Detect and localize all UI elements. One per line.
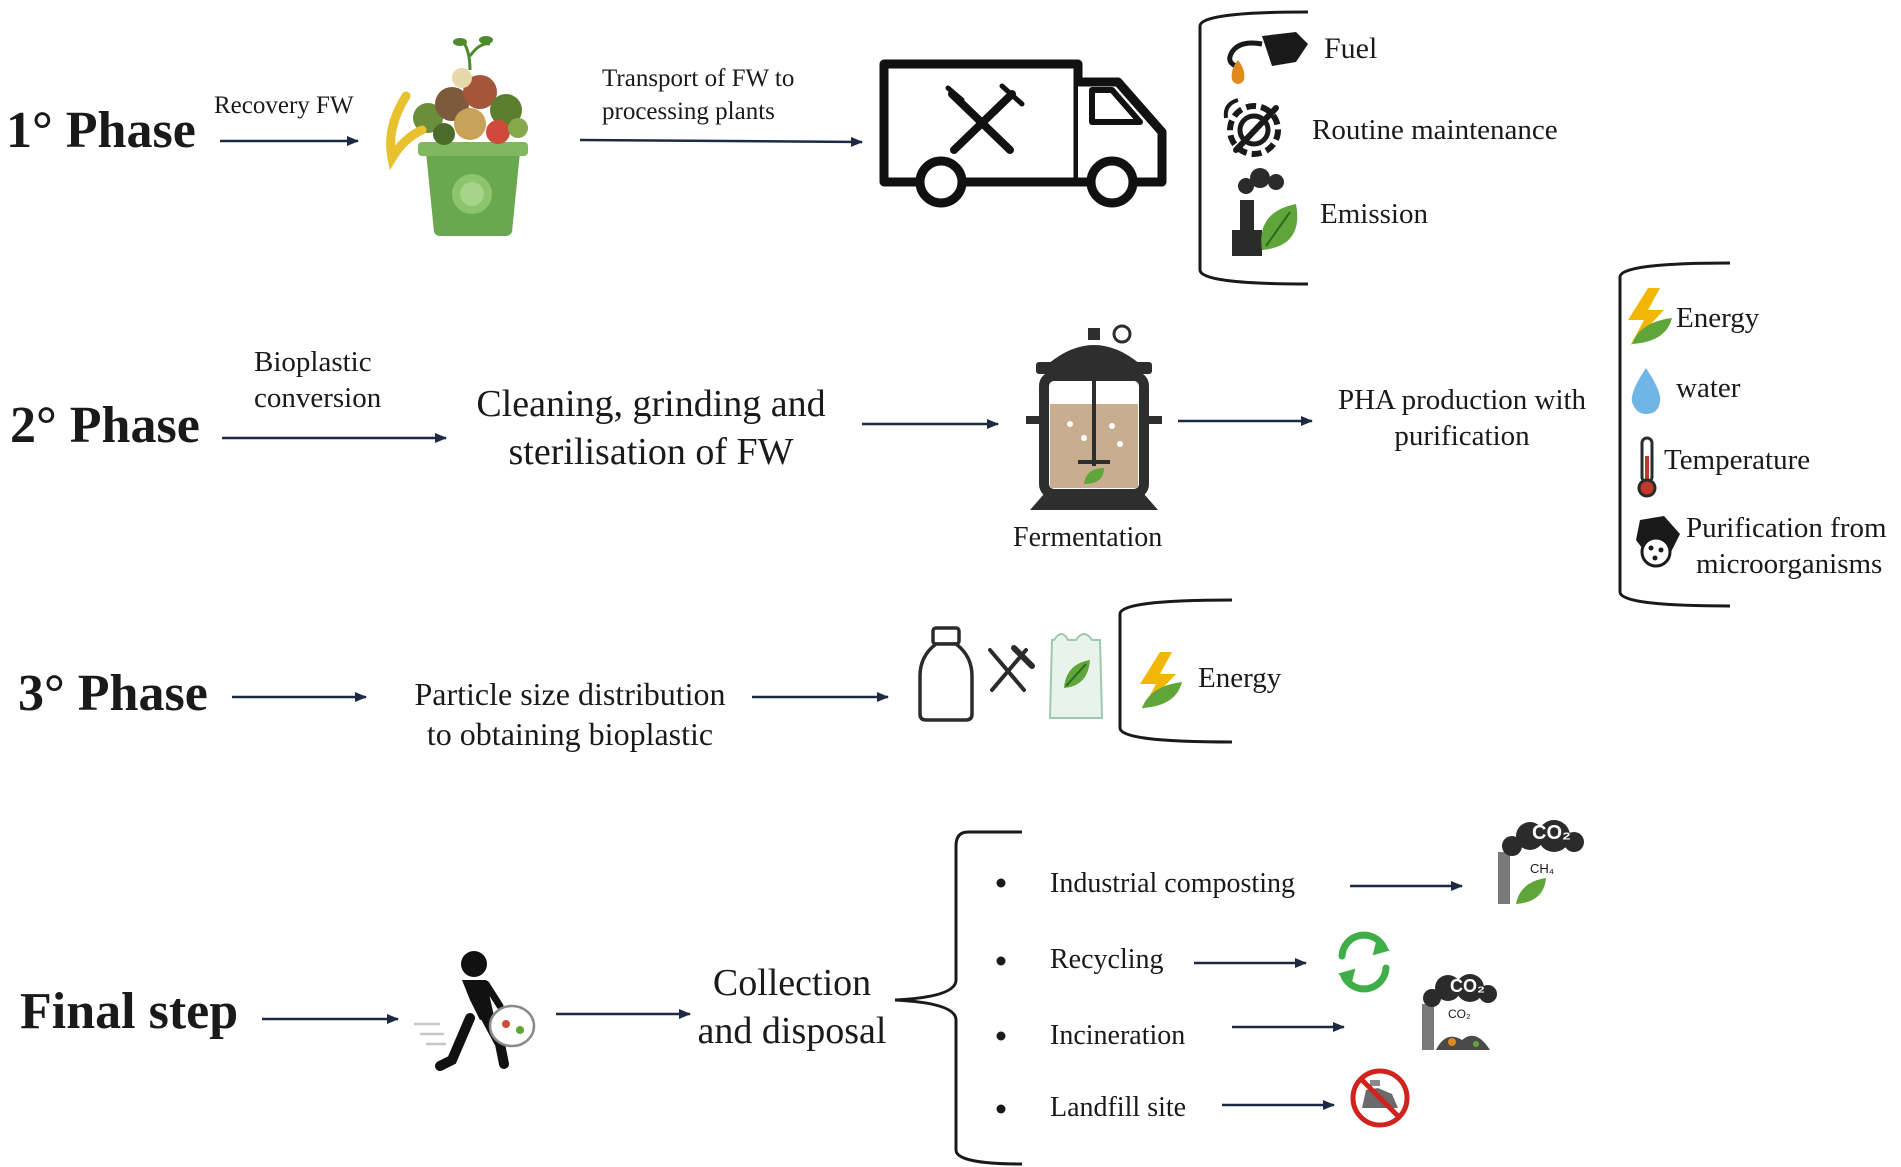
bracket-final-options xyxy=(894,830,1023,1166)
emission-factory-leaf-icon xyxy=(1232,168,1298,256)
bracket-phase1-inputs xyxy=(1198,10,1309,286)
bracket-phase2-inputs xyxy=(1618,261,1731,608)
fuel-pump-icon xyxy=(1227,32,1308,84)
final-step-title: Final step xyxy=(20,983,239,1040)
delivery-truck-icon xyxy=(879,59,1167,208)
transport-label-line1: Transport of FW to xyxy=(602,65,795,92)
energy-icon-phase3 xyxy=(1140,652,1182,710)
cleaning-label-line1: Cleaning, grinding and xyxy=(476,383,826,425)
phase2-title: 2° Phase xyxy=(10,397,200,454)
input-energy-phase3: Energy xyxy=(1198,662,1282,694)
bottle-icon xyxy=(918,626,974,722)
input-routine-maintenance: Routine maintenance xyxy=(1312,114,1558,146)
option-incineration: Incineration xyxy=(1050,1020,1186,1051)
fork-knife-icon xyxy=(945,83,1025,154)
transport-label-line2: processing plants xyxy=(602,98,775,125)
cutlery-icon xyxy=(988,645,1035,692)
composting-gas-co2: CO₂ xyxy=(1532,822,1571,844)
particle-label-line2: to obtaining bioplastic xyxy=(426,716,714,752)
conversion-label-line2: conversion xyxy=(254,382,382,414)
option-recycling: Recycling xyxy=(1050,944,1164,975)
maintenance-gear-icon xyxy=(1223,98,1281,157)
bullet-recycling xyxy=(996,956,1006,966)
collection-label-line2: and disposal xyxy=(697,1010,887,1052)
cleaning-label-line2: sterilisation of FW xyxy=(508,431,794,473)
bracket-phase3-inputs xyxy=(1118,598,1233,744)
bioplastic-bag-icon xyxy=(1048,633,1104,719)
conversion-label-line1: Bioplastic xyxy=(254,346,372,378)
energy-icon-phase2 xyxy=(1628,288,1672,346)
bullet-landfill xyxy=(996,1104,1006,1114)
bullet-incineration xyxy=(996,1031,1006,1041)
food-waste-bin-icon xyxy=(386,36,528,236)
fermenter-icon xyxy=(1026,324,1162,510)
option-landfill-site: Landfill site xyxy=(1050,1092,1187,1123)
phase1-title: 1° Phase xyxy=(6,102,196,159)
recycling-icon xyxy=(1338,931,1390,993)
incineration-gas-co2-cloud: CO₂ xyxy=(1450,976,1485,996)
recovery-label: Recovery FW xyxy=(214,92,354,119)
particle-label-line1: Particle size distribution xyxy=(414,676,726,712)
bullet-composting xyxy=(996,878,1006,888)
fermentation-label: Fermentation xyxy=(1013,522,1163,553)
incineration-gas-co2: CO₂ xyxy=(1448,1007,1471,1021)
collection-label-line1: Collection xyxy=(712,962,872,1004)
arrow-transport xyxy=(579,136,863,147)
input-energy-phase2: Energy xyxy=(1676,302,1760,334)
water-drop-icon xyxy=(1631,368,1661,414)
purification-hand-microorganisms-icon xyxy=(1636,516,1680,568)
input-fuel: Fuel xyxy=(1324,32,1378,65)
incineration-emission-icon xyxy=(1422,974,1497,1050)
composting-gas-ch4: CH₄ xyxy=(1530,861,1555,876)
input-purification-line2: microorganisms xyxy=(1696,548,1883,580)
input-water: water xyxy=(1676,372,1741,404)
input-purification-line1: Purification from xyxy=(1686,512,1887,544)
thermometer-icon xyxy=(1637,436,1657,498)
option-industrial-composting: Industrial composting xyxy=(1050,868,1295,899)
input-temperature: Temperature xyxy=(1664,444,1811,476)
pha-label-line2: purification xyxy=(1394,420,1530,452)
person-carrying-bag-icon xyxy=(414,951,536,1071)
pha-label-line1: PHA production with xyxy=(1337,384,1587,416)
input-emission: Emission xyxy=(1320,198,1428,230)
no-landfill-icon xyxy=(1350,1068,1410,1128)
phase3-title: 3° Phase xyxy=(18,665,208,722)
composting-emission-icon xyxy=(1498,820,1584,904)
